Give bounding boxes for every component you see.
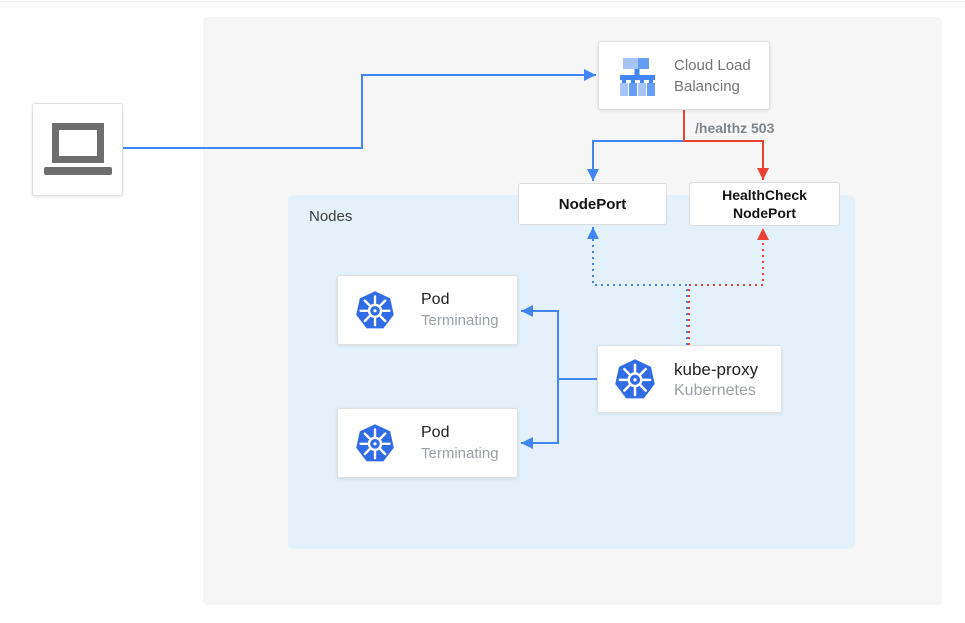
kubernetes-icon bbox=[356, 291, 394, 329]
laptop-icon bbox=[43, 122, 112, 175]
pod-status: Terminating bbox=[421, 312, 499, 329]
healthcheck-label-line1: HealthCheck bbox=[722, 187, 807, 203]
clb-label-line2: Balancing bbox=[674, 77, 740, 95]
kube-proxy-title: kube-proxy bbox=[674, 359, 759, 379]
nodes-group-label: Nodes bbox=[309, 208, 353, 225]
kube-proxy-node: kube-proxy Kubernetes bbox=[597, 345, 782, 413]
kube-proxy-subtitle: Kubernetes bbox=[674, 381, 756, 399]
top-divider bbox=[0, 1, 965, 2]
pod-status: Terminating bbox=[421, 445, 499, 462]
pod-title: Pod bbox=[421, 291, 450, 308]
nodeport-label: NodePort bbox=[558, 195, 627, 213]
cloud-load-balancing-node: Cloud Load Balancing bbox=[598, 41, 770, 110]
pod-terminating-2: Pod Terminating bbox=[337, 408, 518, 478]
nodeport-node: NodePort bbox=[518, 183, 667, 225]
cloud-load-balancing-icon bbox=[620, 57, 655, 96]
healthz-label: /healthz 503 bbox=[695, 120, 775, 136]
client-node bbox=[32, 103, 123, 196]
pod-terminating-1: Pod Terminating bbox=[337, 275, 518, 345]
kubernetes-icon bbox=[615, 359, 655, 399]
healthcheck-nodeport-node: HealthCheck NodePort bbox=[689, 182, 840, 226]
clb-label-line1: Cloud Load bbox=[674, 56, 751, 74]
kubernetes-icon bbox=[356, 424, 394, 462]
healthcheck-label-line2: NodePort bbox=[733, 205, 796, 221]
pod-title: Pod bbox=[421, 424, 450, 441]
